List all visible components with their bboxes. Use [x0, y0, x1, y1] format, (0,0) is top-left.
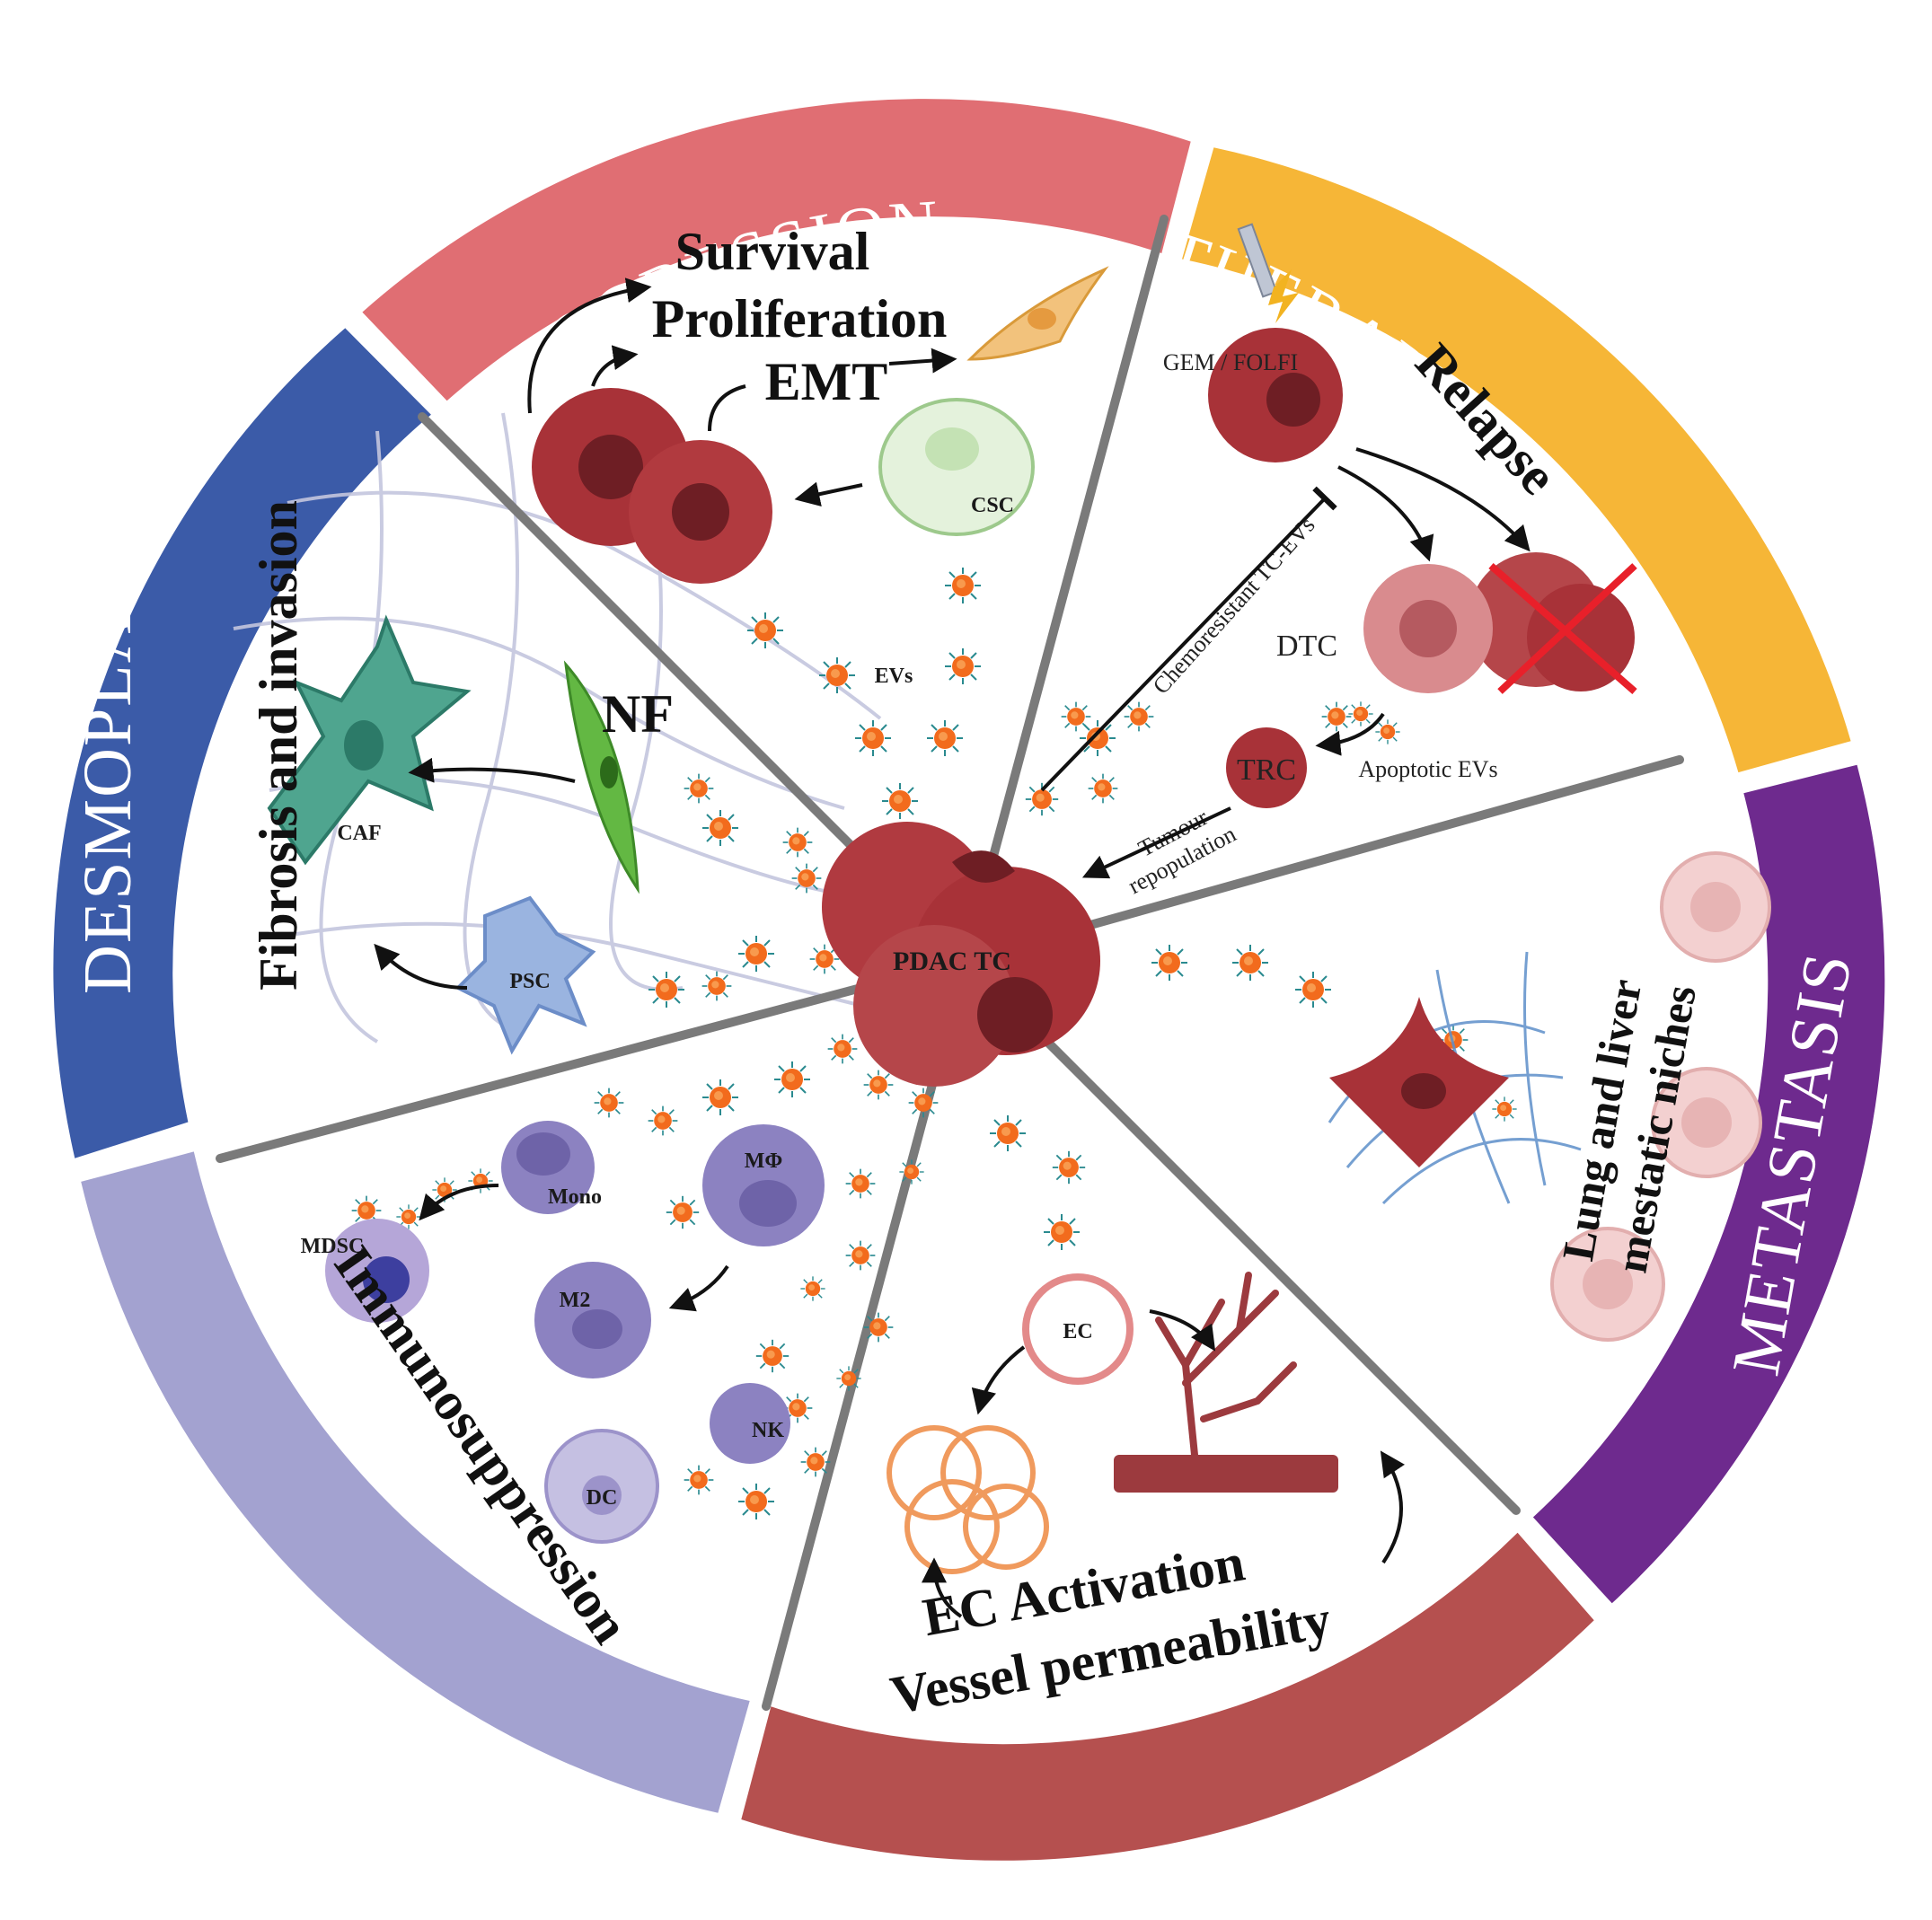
arrow-emt-from-cluster	[708, 384, 746, 432]
arrow-psc-to-caf	[374, 943, 468, 990]
tumor-cell-cluster	[532, 388, 772, 584]
nf-label: NF	[602, 684, 674, 744]
arrow-macrophage-to-m2	[668, 1264, 729, 1312]
inhibition-chemoresistant	[1040, 486, 1337, 792]
arrow-to-proliferation	[591, 345, 639, 387]
m2-cell: M2	[534, 1262, 651, 1378]
m2-label: M2	[560, 1289, 591, 1312]
arrow-ec-to-cluster	[971, 1345, 1026, 1415]
mdsc-label: MDSC	[301, 1235, 365, 1258]
blood-vessel	[1114, 1455, 1338, 1493]
arrow-to-dtc	[1337, 465, 1434, 562]
trc-label: TRC	[1237, 753, 1296, 787]
trc-cell: TRC	[1226, 727, 1307, 808]
caf-nucleus	[344, 720, 384, 771]
dc-cell: DC	[544, 1429, 659, 1544]
macrophage-label: MΦ	[745, 1149, 783, 1173]
mdsc-cell: MDSC	[301, 1219, 429, 1323]
pdac-tc-label: PDAC TC	[893, 947, 1011, 976]
macrophage-cell: MΦ	[702, 1124, 825, 1246]
mono-label: Mono	[548, 1185, 602, 1209]
nk-label: NK	[752, 1419, 784, 1442]
dc-label: DC	[587, 1486, 618, 1510]
survival-label: Survival	[675, 222, 870, 281]
evs-label: EVs	[875, 665, 913, 688]
arrow-to-relapse	[1355, 447, 1531, 552]
fibrosis-label: Fibrosis and invasion	[249, 500, 308, 991]
mono-cell: Mono	[501, 1121, 602, 1214]
ring-segment-angiogenesis	[741, 1532, 1594, 1861]
dtc-cell	[1363, 564, 1493, 693]
outer-ring	[53, 99, 1885, 1861]
ec-cell: EC	[1022, 1273, 1134, 1385]
drug-label: GEM / FOLFI	[1163, 349, 1298, 375]
dtc-label: DTC	[1276, 630, 1337, 663]
activated-ec-cluster	[887, 1425, 1049, 1574]
nf-nucleus	[600, 756, 618, 788]
ec-label: EC	[1063, 1320, 1092, 1343]
apoptotic-evs-label: Apoptotic EVs	[1358, 756, 1497, 782]
sector-tumor-progression: CSC Survival Proliferation EMT EVs	[527, 222, 1109, 688]
csc-cell: CSC	[878, 398, 1035, 536]
ring-segment-therapy-resistance	[1182, 147, 1851, 773]
ring-segment-immune-evasion	[81, 1151, 750, 1813]
arrow-nf-to-caf	[408, 757, 576, 783]
treated-tumor-nucleus	[1266, 373, 1320, 427]
relapse-tumor-crossed	[1469, 552, 1637, 695]
psc-label: PSC	[509, 970, 550, 993]
nk-cell: NK	[710, 1383, 790, 1464]
ring-segment-tumor-progression	[362, 99, 1191, 401]
ring-title-desmoplasia: DESMOPLASIA	[70, 497, 146, 994]
ring-segment-desmoplasia	[53, 328, 431, 1158]
caf-label: CAF	[337, 822, 381, 845]
central-pdac-tumor-cell: PDAC TC	[822, 822, 1100, 1087]
metastatic-niche-cells	[1550, 851, 1771, 1342]
arrow-to-permeability	[1380, 1450, 1406, 1564]
psc-cell	[454, 895, 596, 1055]
arrow-emt-to-mesenchymal	[888, 348, 957, 374]
arrow-dtc-to-trc	[1315, 712, 1385, 756]
arrow-to-survival	[527, 277, 652, 414]
arrow-mono-to-mdsc	[419, 1184, 499, 1221]
arrow-to-activation	[922, 1557, 963, 1618]
emt-label: EMT	[765, 352, 888, 411]
proliferation-label: Proliferation	[652, 289, 948, 348]
metastatic-nucleus	[1401, 1073, 1446, 1109]
syringe-icon	[1237, 223, 1299, 323]
arrow-ec-to-vessel	[1149, 1309, 1216, 1352]
arrow-csc-to-tumor	[794, 481, 863, 506]
csc-label: CSC	[971, 494, 1014, 517]
arrow-repopulation	[1081, 806, 1231, 879]
mesenchymal-nucleus	[1028, 308, 1056, 330]
ring-segment-metastasis	[1532, 764, 1885, 1604]
sector-desmoplasia: CAF NF PSC Fibrosis and invasion	[249, 500, 674, 1055]
